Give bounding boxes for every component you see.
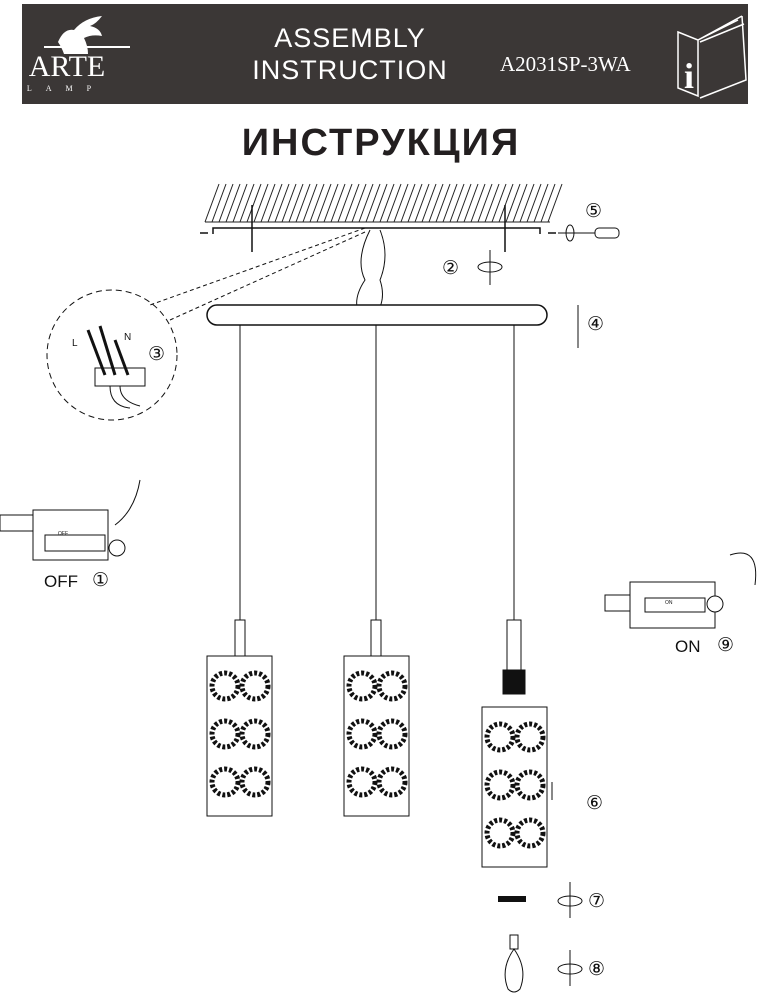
rotate-icon xyxy=(477,250,583,986)
bulb-icon xyxy=(504,934,524,993)
ceiling-hatch xyxy=(204,183,563,223)
switch-on-text: ON xyxy=(665,600,673,606)
on-label: ON xyxy=(675,637,701,656)
brand-sub: LAMP xyxy=(26,84,106,93)
winged-lion-logo-icon xyxy=(44,16,130,54)
step-7: ⑦ xyxy=(588,891,606,912)
up-arrow-icon xyxy=(551,305,579,800)
step-4: ④ xyxy=(587,314,605,335)
step-6: ⑥ xyxy=(586,793,604,814)
mounting-bracket xyxy=(200,205,556,252)
retaining-ring xyxy=(498,896,526,902)
step-5: ⑤ xyxy=(585,201,603,222)
glass-shade xyxy=(343,655,410,817)
glass-shade xyxy=(481,706,548,868)
canopy-bar xyxy=(206,304,548,326)
svg-text:i: i xyxy=(684,56,694,96)
wire-neutral-label: N xyxy=(124,332,132,343)
step-3: ③ xyxy=(148,344,166,365)
brand-logo: ARTE xyxy=(28,50,106,83)
title-line1: ASSEMBLY xyxy=(274,23,426,53)
step-2: ② xyxy=(442,258,460,279)
header-title: ASSEMBLY INSTRUCTION xyxy=(230,22,470,86)
page-title: ИНСТРУКЦИЯ xyxy=(241,122,521,164)
wiring-detail-callout xyxy=(46,289,178,421)
title-line2: INSTRUCTION xyxy=(252,55,448,85)
step-9: ⑨ xyxy=(717,635,735,656)
switch-on-diagram xyxy=(604,552,757,629)
manual-info-icon: i xyxy=(677,15,747,99)
glass-shade xyxy=(206,655,273,817)
supply-wires xyxy=(149,227,386,321)
header-banner xyxy=(22,4,748,104)
step-1: ① xyxy=(92,570,110,591)
switch-off-text: OFF xyxy=(58,531,68,537)
wire-live-label: L xyxy=(72,338,78,349)
switch-off-diagram xyxy=(0,479,141,561)
step-8: ⑧ xyxy=(588,959,606,980)
terminal-block xyxy=(86,325,146,409)
off-label: OFF xyxy=(44,572,78,591)
model-number: A2031SP-3WA xyxy=(500,52,631,76)
screwdriver-icon xyxy=(558,224,620,242)
pendant-cables xyxy=(239,325,515,620)
